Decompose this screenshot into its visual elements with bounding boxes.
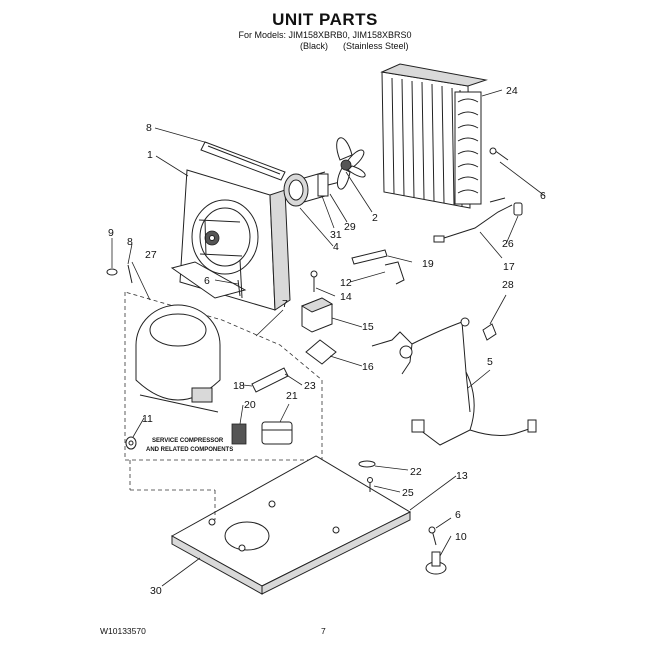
callout-30: 30 (150, 585, 162, 597)
part-24-condenser (380, 63, 488, 209)
part-21-relay (261, 421, 293, 445)
part-6-screw-left (237, 279, 241, 297)
service-note: SERVICE COMPRESSOR AND RELATED COMPONENT… (146, 438, 233, 453)
part-28-clip (482, 323, 497, 341)
callout-7: 7 (282, 298, 288, 310)
part-14-screw (310, 270, 318, 292)
callout-15: 15 (362, 321, 374, 333)
callout-14: 14 (340, 291, 352, 303)
leader-lines (111, 89, 546, 587)
callout-13: 13 (456, 470, 468, 482)
callout-31: 31 (330, 229, 342, 241)
callout-4: 4 (333, 241, 339, 253)
callout-22: 22 (410, 466, 422, 478)
callout-24: 24 (506, 85, 518, 97)
callout-5: 5 (487, 356, 493, 368)
callout-6-bottom: 6 (455, 509, 461, 521)
callout-16: 16 (362, 361, 374, 373)
callout-21: 21 (286, 390, 298, 402)
part-6-screw-bottom (428, 526, 437, 546)
model-variants: (Black) (Stainless Steel) (300, 41, 409, 51)
part-12-bracket (384, 261, 405, 285)
part-20-overload (231, 423, 247, 445)
callout-20: 20 (244, 399, 256, 411)
callout-6-shroud: 6 (204, 275, 210, 287)
callout-9: 9 (108, 227, 114, 239)
callout-17: 17 (503, 261, 515, 273)
part-16-bracket (305, 339, 337, 365)
callout-3: 2 (372, 212, 378, 224)
callout-1: 1 (147, 149, 153, 161)
part-4-fan-motor (283, 171, 341, 207)
callout-25: 25 (402, 487, 414, 499)
part-1-fan-shroud (170, 169, 291, 311)
part-11-grommet (125, 436, 137, 450)
callout-19: 19 (422, 258, 434, 270)
callout-11: 11 (142, 413, 153, 425)
part-26-clip (433, 202, 523, 243)
callout-2: 8 (146, 122, 152, 134)
part-6-screw-condenser (489, 147, 509, 161)
service-note-line-1: SERVICE COMPRESSOR (152, 438, 224, 444)
part-18-drier (251, 367, 289, 393)
callout-28: 28 (502, 279, 514, 291)
page-number: 7 (321, 626, 326, 636)
part-19-tube (351, 249, 388, 265)
callout-8: 8 (127, 236, 133, 248)
part-25-screw (367, 477, 373, 492)
callout-29: 29 (344, 221, 356, 233)
part-10-foot (425, 551, 447, 575)
callout-6-condenser: 6 (540, 190, 546, 202)
part-7-service-outline (124, 291, 323, 461)
part-8-clip (127, 264, 133, 284)
compressor (135, 304, 221, 413)
part-3-fan-blade (336, 137, 366, 190)
part-5-wiring-harness (371, 317, 537, 446)
callout-12: 12 (340, 277, 352, 289)
part-22-washer (358, 460, 376, 468)
page-title: UNIT PARTS (272, 10, 378, 29)
callouts: 8 1 24 6 2 29 31 4 26 19 17 12 28 14 15 … (108, 85, 546, 597)
callout-23: 23 (304, 380, 316, 392)
part-9-grommet (106, 268, 118, 276)
part-17-line (443, 197, 513, 239)
part-15-relay (300, 297, 334, 333)
part-2-strip (200, 141, 286, 181)
model-numbers: For Models: JIM158XBRB0, JIM158XBRS0 (238, 30, 412, 40)
part-30-base-pan (129, 455, 412, 595)
callout-18: 18 (233, 380, 245, 392)
service-note-line-2: AND RELATED COMPONENTS (146, 447, 233, 453)
callout-27: 27 (145, 249, 157, 261)
document-number: W10133570 (100, 626, 146, 636)
callout-26: 26 (502, 238, 514, 250)
callout-10: 10 (455, 531, 467, 543)
